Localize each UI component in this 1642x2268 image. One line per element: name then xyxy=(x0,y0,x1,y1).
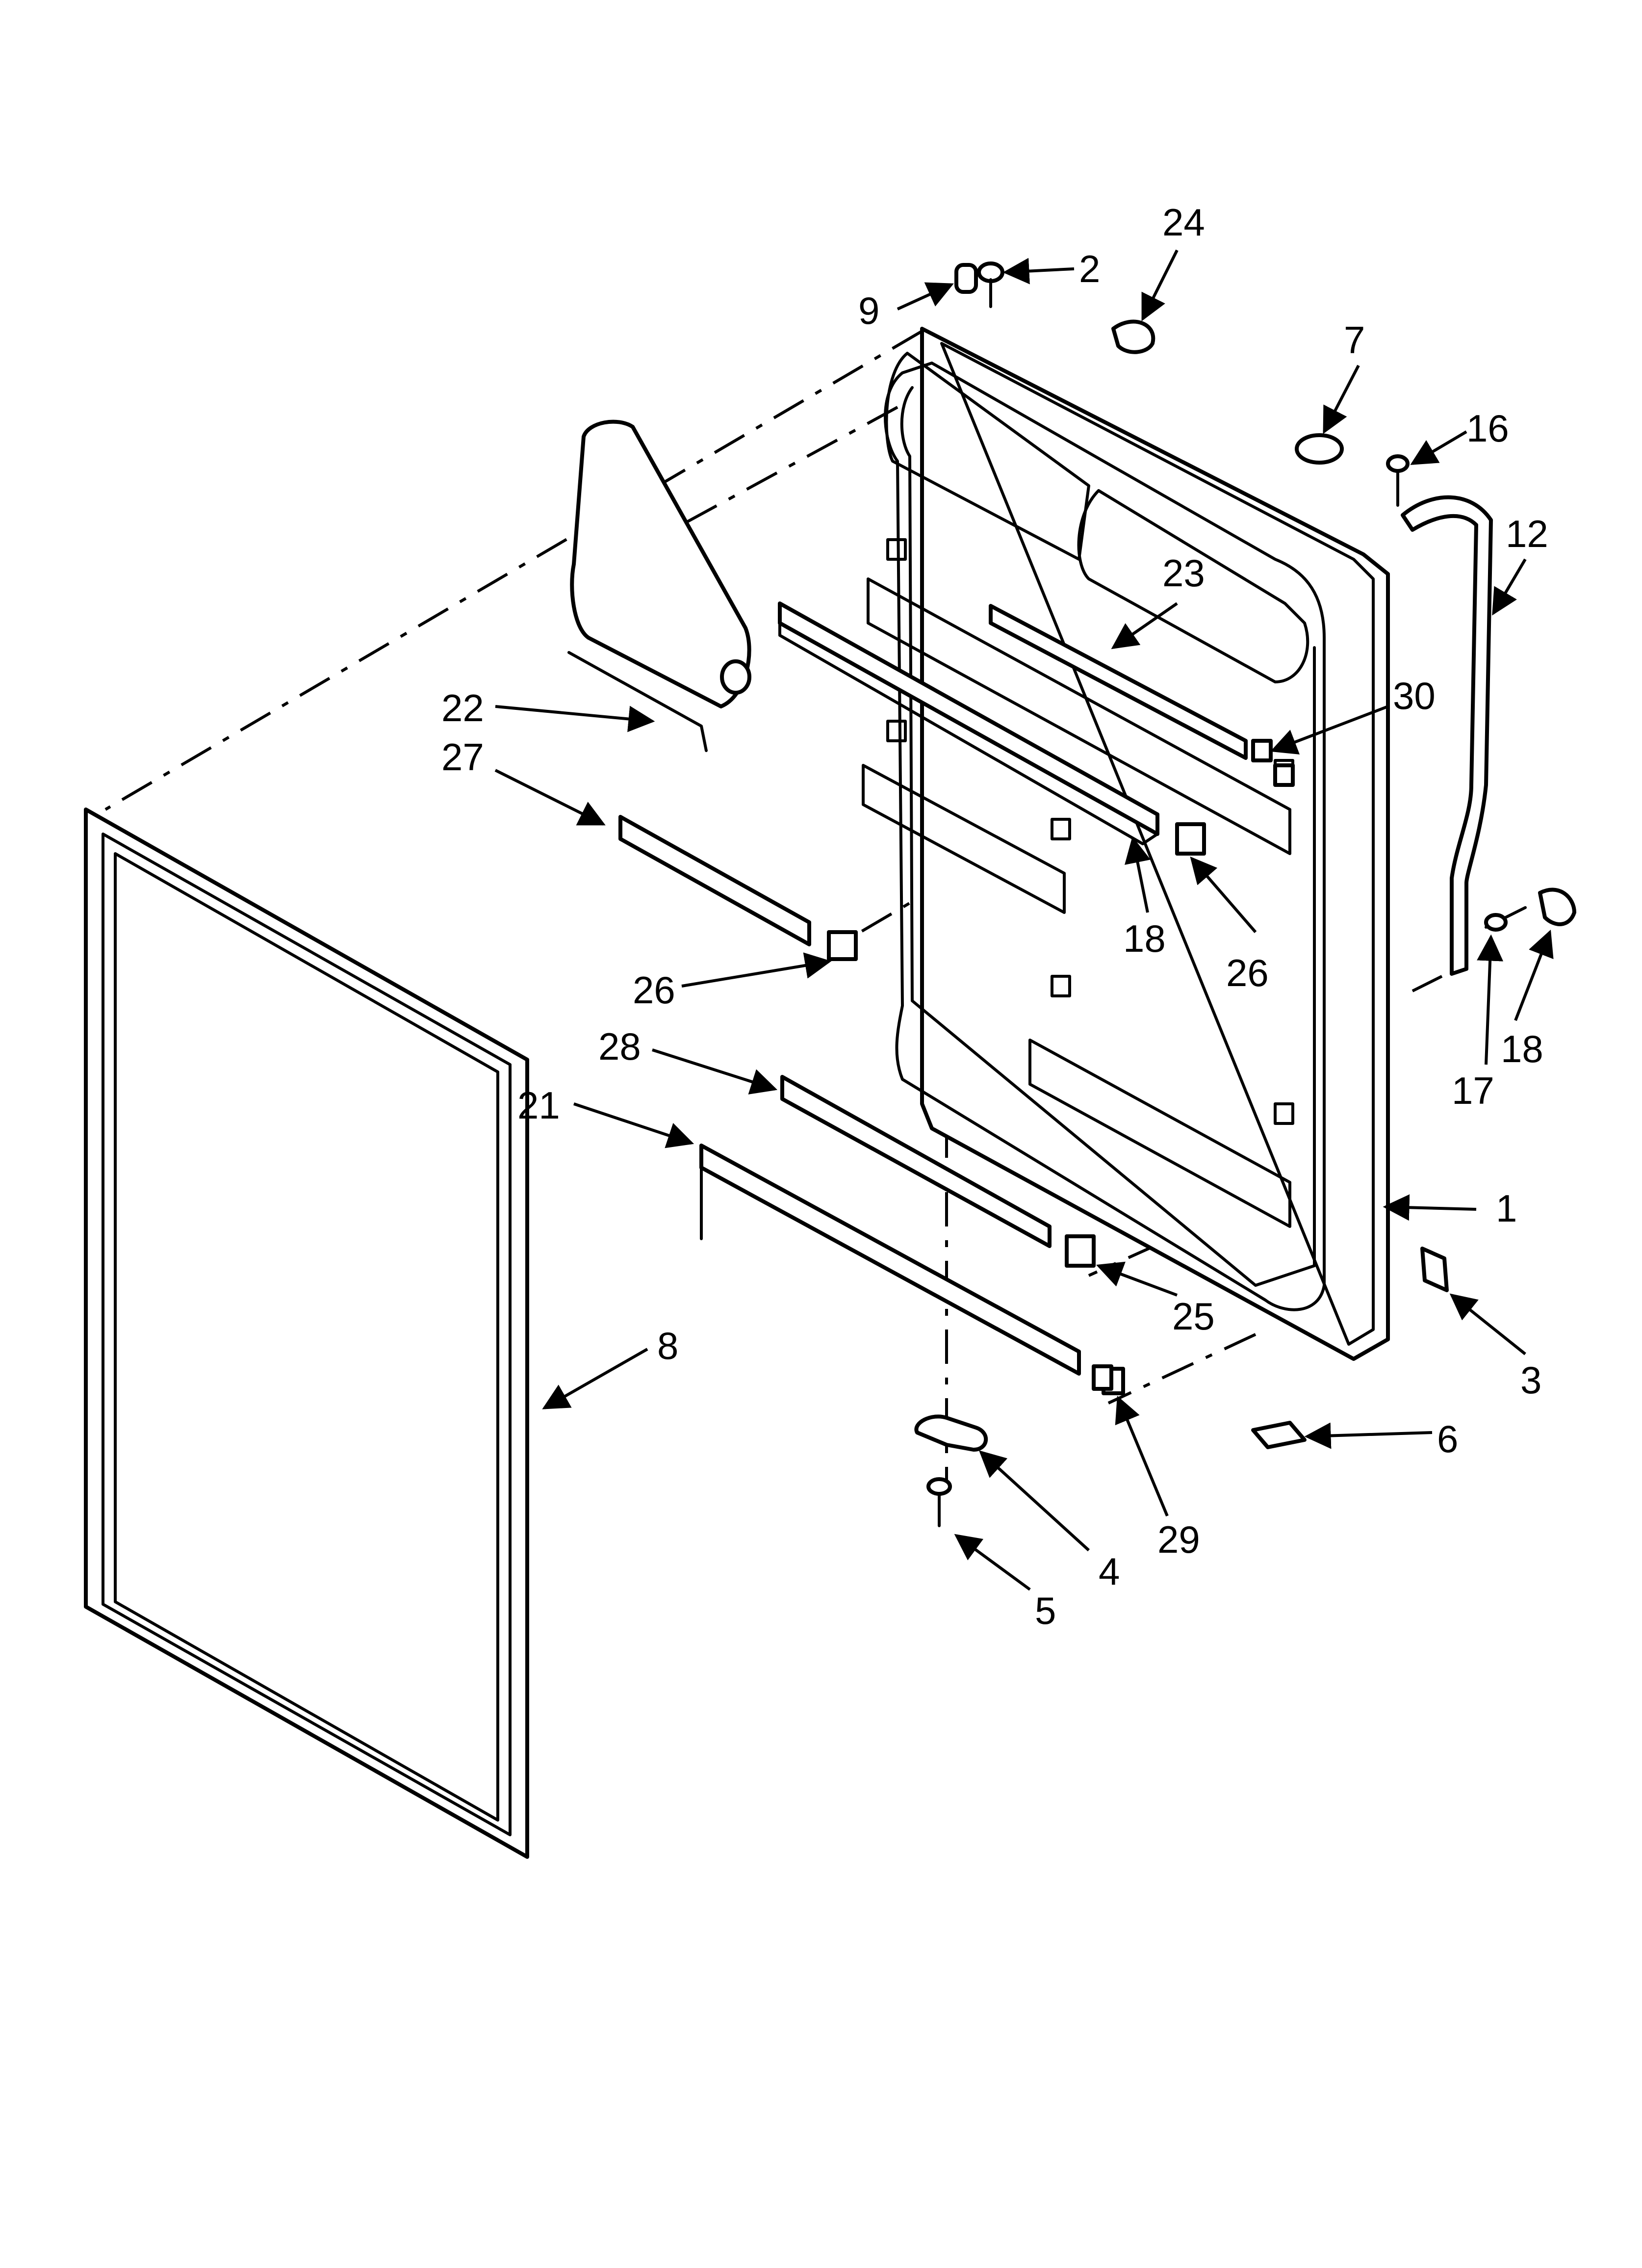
callout-20: 18 xyxy=(1123,917,1166,960)
callout-29: 29 xyxy=(1157,1518,1200,1561)
callout-9: 9 xyxy=(858,289,879,332)
callout-2: 2 xyxy=(1079,247,1100,290)
callout-23: 23 xyxy=(1162,551,1205,595)
hardware xyxy=(914,261,1576,1527)
door-liner xyxy=(862,327,1390,1361)
callout-3: 3 xyxy=(1520,1358,1541,1402)
callout-27: 27 xyxy=(441,735,484,779)
callout-18: 18 xyxy=(1501,1027,1543,1070)
callout-1: 1 xyxy=(1496,1187,1517,1230)
callout-30: 30 xyxy=(1393,674,1436,717)
callout-22: 22 xyxy=(441,686,484,730)
callout-5: 5 xyxy=(1035,1589,1056,1632)
shelf-retainer-27 xyxy=(618,815,811,946)
callout-4: 4 xyxy=(1099,1550,1120,1593)
shelf-retainer-21 xyxy=(699,1144,1081,1376)
callout-26-right: 26 xyxy=(1226,951,1269,994)
callout-8: 8 xyxy=(657,1324,678,1367)
callout-24: 24 xyxy=(1162,201,1205,244)
dairy-door-part xyxy=(567,419,751,752)
shelf-retainer-23 xyxy=(989,604,1248,760)
callout-12: 12 xyxy=(1506,512,1548,555)
callout-28: 28 xyxy=(598,1025,641,1068)
door-gasket xyxy=(84,808,529,1859)
callout-7: 7 xyxy=(1344,318,1365,362)
callout-17: 17 xyxy=(1452,1069,1494,1112)
callout-16: 16 xyxy=(1466,407,1509,450)
door-handle xyxy=(1401,495,1493,976)
callout-6: 6 xyxy=(1437,1417,1458,1460)
shelf-retainer-28 xyxy=(780,1075,1052,1248)
callout-labels: 9 2 24 7 16 12 23 30 22 27 18 26 26 28 2… xyxy=(441,201,1548,1632)
leader-lines xyxy=(494,249,1554,1591)
callout-25: 25 xyxy=(1172,1295,1215,1338)
callout-26-left: 26 xyxy=(633,968,675,1012)
callout-21: 21 xyxy=(517,1084,560,1127)
